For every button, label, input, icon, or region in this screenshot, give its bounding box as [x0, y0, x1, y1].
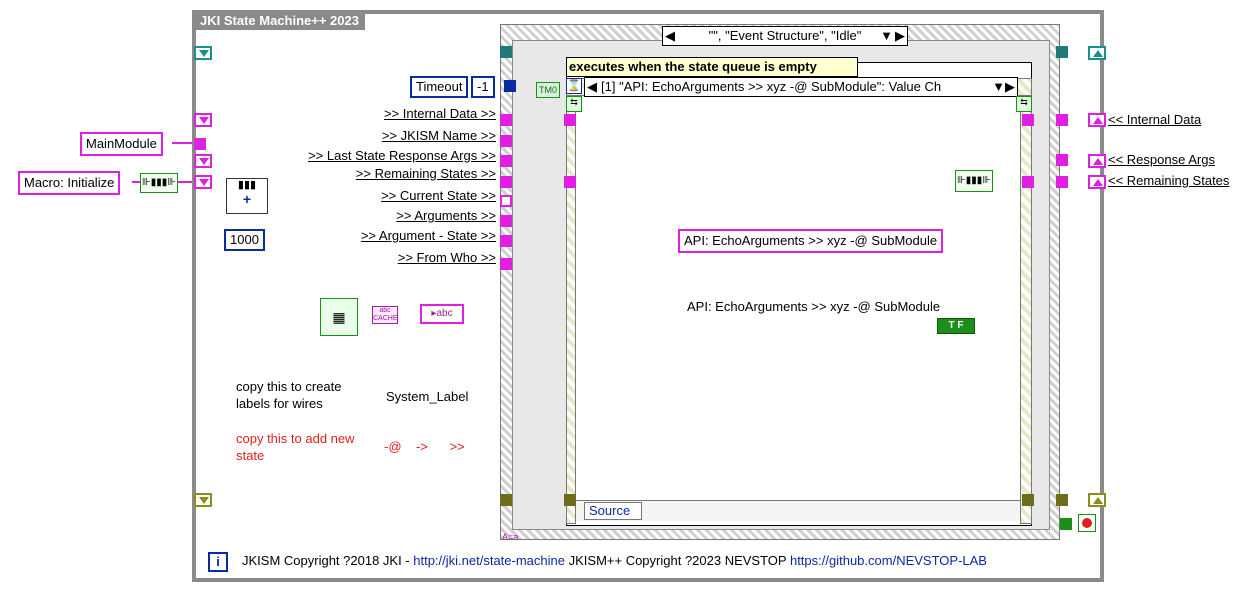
event-next-arrow[interactable]: ▼▶	[992, 79, 1015, 94]
format-label-icon[interactable]: ▦	[320, 298, 358, 336]
shift-register-left-internal	[194, 113, 212, 127]
shift-register-left-response	[194, 154, 212, 168]
cache-label: CACHE	[373, 315, 398, 322]
shift-register-right-remaining	[1088, 175, 1106, 189]
event-left-border	[566, 78, 576, 524]
event-source-bar	[576, 500, 1020, 521]
event-right-border	[1020, 78, 1032, 524]
cache-abc: abc	[379, 307, 391, 314]
event-tunnel-error-right	[1022, 494, 1034, 506]
tunnel-last-response	[500, 155, 512, 167]
case-selector[interactable]: ◀ "", "Event Structure", "Idle" ▼ ▶	[662, 26, 908, 46]
api-comment: API: EchoArguments >> xyz -@ SubModule	[687, 299, 941, 314]
output-response-args: << Response Args	[1108, 152, 1215, 167]
tunnel-ref-right	[1056, 46, 1068, 58]
copy-state-note: copy this to add new state	[236, 431, 355, 463]
array-subset-icon[interactable]: ⊪▮▮▮⊪	[955, 170, 993, 192]
tick-count-icon[interactable]: TM0	[536, 82, 560, 98]
event-data-node-icon: ⇆	[566, 96, 582, 112]
main-module-constant[interactable]: MainModule	[80, 132, 163, 156]
tunnel-current-state	[500, 195, 512, 207]
tunnel-jkism-name	[500, 135, 512, 147]
chevron-down-icon[interactable]: ▼	[880, 28, 893, 43]
tunnel-remaining-right	[1056, 176, 1068, 188]
timeout-label: Timeout	[410, 76, 469, 98]
output-remaining-states: << Remaining States	[1108, 173, 1230, 188]
string-indicator-abc: abc	[436, 308, 453, 319]
event-tunnel-internal-left	[564, 114, 576, 126]
event-case-selector[interactable]: ◀ [1] "API: EchoArguments >> xyz -@ SubM…	[584, 77, 1018, 97]
tunnel-from-who	[500, 258, 512, 270]
event-tunnel-error-left	[564, 494, 576, 506]
build-string-array-icon[interactable]: ⊪▮▮▮⊪	[140, 173, 178, 193]
tunnel-main-module	[194, 138, 206, 150]
case-selector-value: "", "Event Structure", "Idle"	[708, 28, 862, 43]
wire-label-last-state-response: >> Last State Response Args >>	[308, 148, 496, 163]
case-prev-arrow[interactable]: ◀	[665, 28, 675, 43]
info-icon: i	[208, 552, 228, 572]
shift-register-left-remaining	[194, 175, 212, 189]
timeout-terminal	[504, 80, 516, 92]
copy-labels-note: copy this to create labels for wires	[236, 379, 342, 411]
tunnel-ref-left	[500, 46, 512, 58]
constant-1000[interactable]: 1000	[224, 229, 265, 251]
event-tunnel-internal-right	[1022, 114, 1034, 126]
loop-iteration-terminal	[1060, 518, 1072, 530]
tunnel-error-right	[1056, 494, 1068, 506]
tunnel-remaining	[500, 176, 512, 188]
github-link[interactable]: https://github.com/NEVSTOP-LAB	[789, 553, 987, 568]
tunnel-response-right	[1056, 154, 1068, 166]
window-title: JKI State Machine++ 2023	[194, 12, 365, 30]
hourglass-icon: ⌛	[566, 78, 582, 94]
tunnel-error-left	[500, 494, 512, 506]
system-label-note: System_Label	[386, 389, 469, 404]
api-string-constant[interactable]: API: EchoArguments >> xyz -@ SubModule	[678, 229, 944, 253]
bool-constant[interactable]: T F	[937, 318, 975, 334]
tunnel-arguments	[500, 215, 512, 227]
footer: JKISM Copyright ?2018 JKI - http://jki.n…	[242, 553, 987, 568]
jki-link[interactable]: http://jki.net/state-machine	[413, 553, 565, 568]
source-label: Source	[584, 502, 642, 520]
tunnel-internal-right	[1056, 114, 1068, 126]
shift-register-right-ref	[1088, 46, 1106, 60]
wire-label-internal-data: >> Internal Data >>	[383, 106, 496, 121]
footer-copyright-jki: JKISM Copyright ?2018 JKI -	[242, 553, 414, 568]
wire-label-jkism-name: >> JKISM Name >>	[381, 128, 496, 143]
event-case-value: [1] "API: EchoArguments >> xyz -@ SubMod…	[601, 79, 942, 94]
wire-label-from-who: >> From Who >>	[397, 250, 496, 265]
shift-register-left-error	[194, 493, 212, 507]
event-caption: executes when the state queue is empty	[566, 57, 858, 77]
event-tunnel-remaining-right	[1022, 176, 1034, 188]
case-next-arrow[interactable]: ▶	[895, 28, 905, 43]
event-structure	[566, 62, 1032, 526]
string-indicator[interactable]: ▸abc	[420, 304, 464, 324]
wire-label-current-state: >> Current State >>	[381, 188, 496, 203]
regex-tag: A=a	[502, 532, 519, 542]
wire-label-argument-state: >> Argument - State >>	[360, 228, 496, 243]
tunnel-argument-state	[500, 235, 512, 247]
event-right-node-icon: ⇆	[1016, 96, 1032, 112]
macro-initialize-constant[interactable]: Macro: Initialize	[18, 171, 121, 195]
output-internal-data: << Internal Data	[1108, 112, 1202, 127]
event-prev-arrow[interactable]: ◀	[587, 79, 597, 94]
event-tunnel-remaining-left	[564, 176, 576, 188]
wire-label-arguments: >> Arguments >>	[396, 208, 496, 223]
timeout-constant[interactable]: -1	[471, 76, 495, 98]
tunnel-internal-data	[500, 114, 512, 126]
state-tokens-note: -@ -> >>	[384, 439, 465, 454]
footer-copyright-nevstop: JKISM++ Copyright ?2023 NEVSTOP	[565, 553, 790, 568]
shift-register-right-error	[1088, 493, 1106, 507]
shift-register-right-internal	[1088, 113, 1106, 127]
parse-state-queue-icon[interactable]: ▮▮▮ +	[226, 178, 268, 214]
shift-register-right-response	[1088, 154, 1106, 168]
shift-register-left-ref	[194, 46, 212, 60]
wire-label-remaining-states: >> Remaining States >>	[355, 166, 496, 181]
stop-button-icon[interactable]	[1078, 514, 1096, 532]
